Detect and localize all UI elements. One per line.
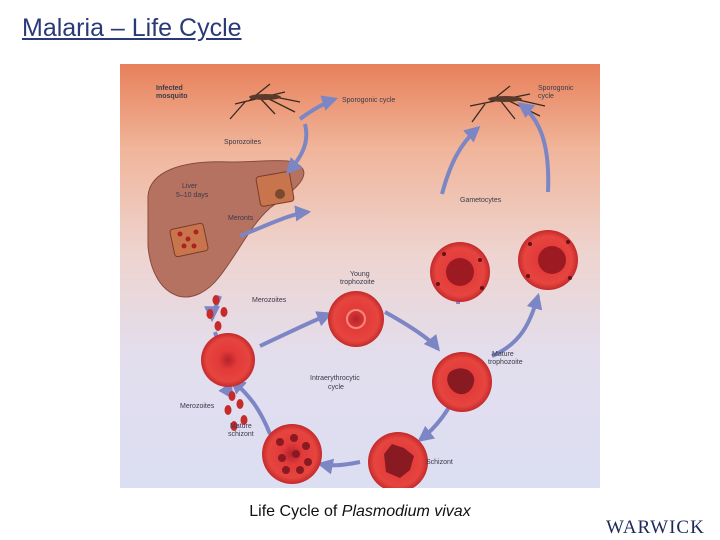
label-intraerythrocytic-line1: Intraerythrocytic [310,375,360,382]
label-gametocytes: Gametocytes [460,197,502,204]
rbc-schizont [368,432,428,488]
warwick-logo: WARWICK [606,517,705,538]
label-sporogonic-cycle-center: Sporogonic cycle [342,97,395,104]
label-young-trophozoite-line2: trophozoite [340,279,375,286]
rbc-mature-trophozoite [432,352,492,412]
label-meronts: Meronts [228,215,254,222]
merozoites-top-cluster [206,295,228,331]
caption-prefix: Life Cycle of [249,503,342,520]
label-liver-line1: Liver [182,183,198,190]
mosquito-left-icon [229,83,301,120]
merozoites-bottom-cluster [224,391,248,431]
rbc-gametocyte-right [518,230,578,290]
rbc-mature-schizont [262,424,322,484]
label-young-trophozoite-line1: Young [350,271,370,278]
label-infected-mosquito-line1: Infected [156,85,183,92]
figure-caption: Life Cycle of Plasmodium vivax [0,503,720,521]
rbc-gametocyte-left [430,242,490,302]
label-infected-mosquito-line2: mosquito [156,93,188,100]
label-sporogonic-cycle-right-line2: cycle [538,93,554,100]
label-mature-schizont-line2: schizont [228,431,254,438]
life-cycle-figure: Infected mosquito Sporogonic cycle Sporo… [120,64,600,488]
rbc-merozoite-entry [201,333,255,387]
label-mature-trophozoite-line1: Mature [492,351,514,358]
label-intraerythrocytic-line2: cycle [328,384,344,391]
slide-title: Malaria – Life Cycle [22,14,242,42]
label-sporogonic-cycle-right-line1: Sporogonic [538,85,574,92]
label-merozoites-top: Merozoites [252,297,287,304]
label-schizont: Schizont [426,459,453,466]
label-sporozoites: Sporozoites [224,139,261,146]
caption-species: Plasmodium vivax [341,503,471,520]
label-liver-line2: 5–10 days [176,192,209,199]
liver-cells [169,171,295,258]
rbc-young-trophozoite [328,291,384,347]
label-merozoites-bottom: Merozoites [180,403,215,410]
label-mature-trophozoite-line2: trophozoite [488,359,523,366]
life-cycle-diagram: Infected mosquito Sporogonic cycle Sporo… [120,64,600,488]
label-mature-schizont-line1: Mature [230,423,252,430]
